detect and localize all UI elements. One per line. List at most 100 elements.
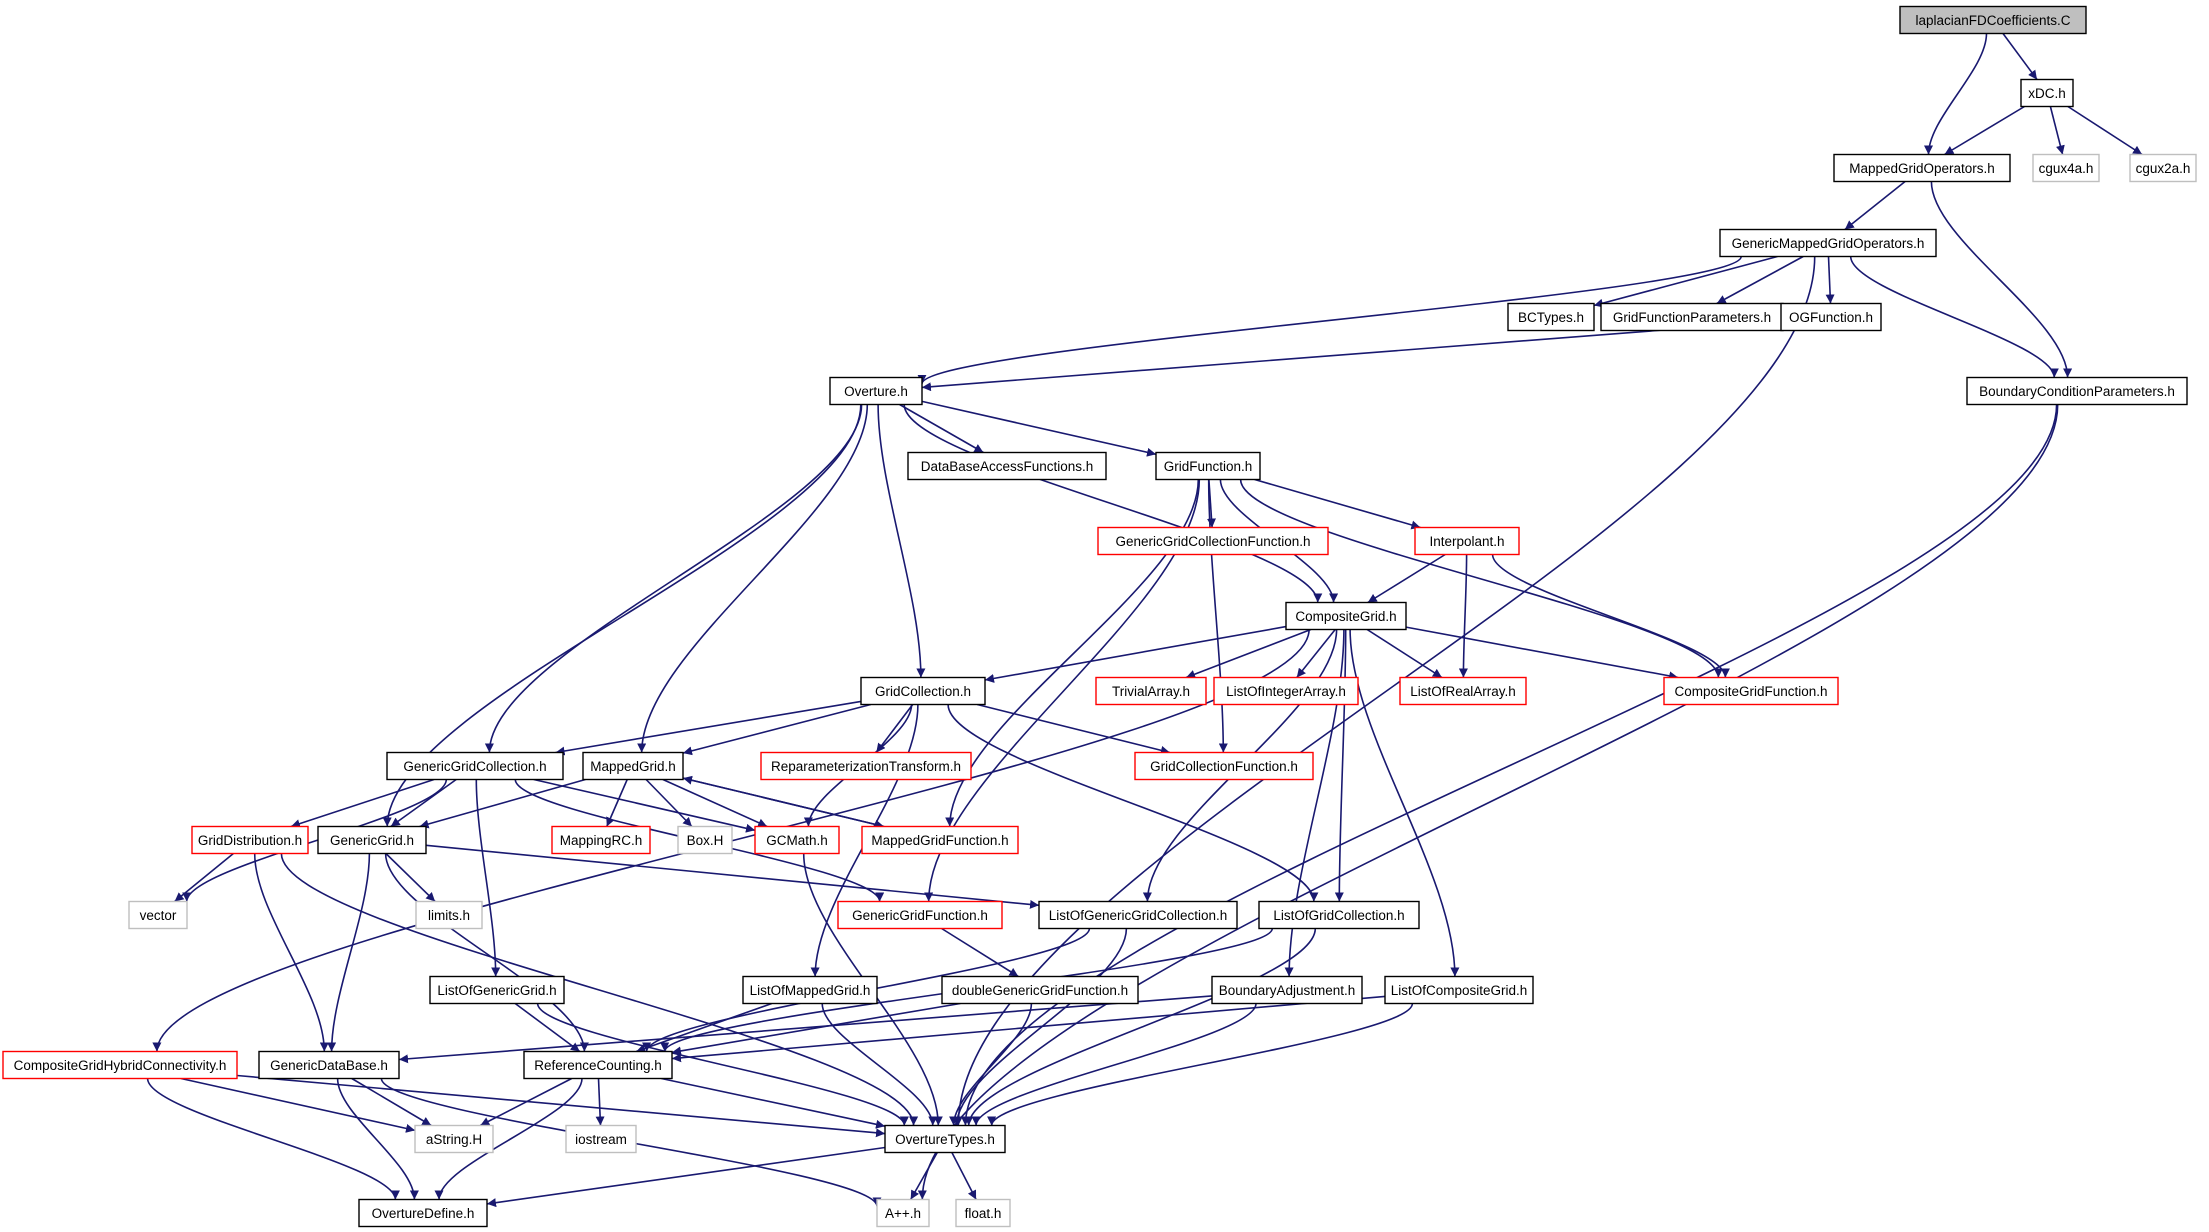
node-gridcollection-h[interactable]: GridCollection.h [860,676,986,706]
edge-listofgridcollection-h-to-overturetypes-h [964,928,1317,1126]
node-xdc-h[interactable]: xDC.h [2020,78,2074,108]
node-label: ListOfGridCollection.h [1273,908,1404,923]
node-gridcollectionfunction-h[interactable]: GridCollectionFunction.h [1134,751,1314,781]
node-label: A++.h [885,1206,921,1221]
node-listofintegerarray-h[interactable]: ListOfIntegerArray.h [1213,676,1359,706]
node-label: GridCollectionFunction.h [1150,759,1298,774]
edge-genericmappedgridoperators-h-to-ogfunction-h [1825,256,1835,304]
edge-listofgenericgrid-h-to-referencecounting-h [514,1002,581,1053]
edge-gridcollection-h-to-gridcollectionfunction-h [977,703,1170,755]
node-box [523,1050,673,1080]
edge-genericgridcollection-h-to-griddistribution-h [290,778,435,828]
node-mappedgrid-h[interactable]: MappedGrid.h [582,751,684,781]
edge-gridcollection-h-to-mappedgrid-h [682,703,872,756]
node-label: TrivialArray.h [1112,684,1190,699]
node-box [742,975,878,1005]
node-label: vector [140,908,177,923]
node-label: GenericGridCollectionFunction.h [1115,534,1310,549]
node-label: cgux2a.h [2136,161,2191,176]
node-compositegrid-h[interactable]: CompositeGrid.h [1285,601,1407,631]
edge-griddistribution-h-to-vector [174,852,234,903]
node-label: BoundaryAdjustment.h [1219,983,1356,998]
node-label: GenericGrid.h [330,833,414,848]
node-laplacianfdcoefficients-c[interactable]: laplacianFDCoefficients.C [1899,5,2087,35]
node-listofcompositegrid-h[interactable]: ListOfCompositeGrid.h [1384,975,1534,1005]
edge-mappedgrid-h-to-box-h [645,778,693,828]
node-box [1213,676,1359,706]
node-box [677,825,733,855]
node-label: GridFunctionParameters.h [1613,310,1771,325]
node-gcmath-h[interactable]: GCMath.h [754,825,840,855]
edge-mappedgrid-h-to-mappingrc-h [606,779,628,827]
node-iostream: iostream [565,1124,637,1154]
node-box [1258,900,1420,930]
edge-gridfunction-h-to-mappedgridfunction-h [945,479,1200,827]
node-interpolant-h[interactable]: Interpolant.h [1414,526,1520,556]
node-box [1095,676,1207,706]
edge-compositegrid-h-to-trivialarray-h [1185,628,1312,679]
node-listofrealarray-h[interactable]: ListOfRealArray.h [1399,676,1527,706]
edge-listofmappedgrid-h-to-overturetypes-h [821,1003,938,1126]
node-listofgridcollection-h[interactable]: ListOfGridCollection.h [1258,900,1420,930]
node-genericgrid-h[interactable]: GenericGrid.h [317,825,427,855]
edge-laplacianfdcoefficients-c-to-xdc-h [2002,33,2038,80]
node-overture-h[interactable]: Overture.h [829,376,923,406]
edge-overture-h-to-genericgridcollection-h [484,404,863,753]
node-mappedgridoperators-h[interactable]: MappedGridOperators.h [1833,153,2011,183]
node-mappingrc-h[interactable]: MappingRC.h [551,825,651,855]
edge-referencecounting-h-to-overturedefine-h [434,1078,583,1200]
node-reparameterizationtransform-h[interactable]: ReparameterizationTransform.h [760,751,972,781]
node-box [2032,153,2100,183]
node-label: iostream [575,1132,627,1147]
node-label: GenericGridCollection.h [403,759,546,774]
node-gridfunctionparameters-h[interactable]: GridFunctionParameters.h [1600,302,1784,332]
node-mappedgridfunction-h[interactable]: MappedGridFunction.h [861,825,1019,855]
node-label: OGFunction.h [1789,310,1873,325]
node-box [1780,302,1882,332]
edge-mappedgridoperators-h-to-genericmappedgridoperators-h [1844,180,1906,231]
node-databaseaccessfunctions-h[interactable]: DataBaseAccessFunctions.h [907,451,1107,481]
edge-genericmappedgridoperators-h-to-overture-h [917,256,1742,385]
edge-referencecounting-h-to-astring-h [479,1077,573,1127]
node-bctypes-h[interactable]: BCTypes.h [1507,302,1595,332]
node-label: Interpolant.h [1429,534,1504,549]
node-compositegridfunction-h[interactable]: CompositeGridFunction.h [1663,676,1839,706]
node-genericdatabase-h[interactable]: GenericDataBase.h [258,1050,400,1080]
node-cgux4a-h: cgux4a.h [2032,153,2100,183]
node-doublegenericgridfunction-h[interactable]: doubleGenericGridFunction.h [941,975,1139,1005]
node-box [1399,676,1527,706]
node-listofmappedgrid-h[interactable]: ListOfMappedGrid.h [742,975,878,1005]
node-label: aString.H [426,1132,482,1147]
edge-listofgenericgrid-h-to-overturetypes-h [536,1003,909,1126]
node-gridfunction-h[interactable]: GridFunction.h [1155,451,1261,481]
edge-overture-h-to-gridfunction-h [921,400,1157,457]
node-box [884,1124,1006,1154]
edge-referencecounting-h-to-iostream [595,1078,605,1126]
edge-mappedgrid-h-to-gcmath-h [662,778,768,828]
node-genericgridcollectionfunction-h[interactable]: GenericGridCollectionFunction.h [1097,526,1329,556]
node-cgux2a-h: cgux2a.h [2129,153,2197,183]
node-compositegridhybridconnectivity-h[interactable]: CompositeGridHybridConnectivity.h [2,1050,238,1080]
node-overturetypes-h[interactable]: OvertureTypes.h [884,1124,1006,1154]
node-box [551,825,651,855]
node-astring-h: aString.H [414,1124,494,1154]
node-ogfunction-h[interactable]: OGFunction.h [1780,302,1882,332]
node-genericgridcollection-h[interactable]: GenericGridCollection.h [386,751,564,781]
node-box [1038,900,1238,930]
node-label: MappedGrid.h [590,759,676,774]
edge-listofcompositegrid-h-to-referencecounting-h [671,995,1386,1063]
node-trivialarray-h[interactable]: TrivialArray.h [1095,676,1207,706]
node-listofgenericgrid-h[interactable]: ListOfGenericGrid.h [429,975,565,1005]
node-box [429,975,565,1005]
node-boundaryadjustment-h[interactable]: BoundaryAdjustment.h [1211,975,1363,1005]
node-listofgenericgridcollection-h[interactable]: ListOfGenericGridCollection.h [1038,900,1238,930]
edge-interpolant-h-to-listofrealarray-h [1458,554,1468,678]
edge-overture-h-to-compositegrid-h [903,404,1323,603]
node-boundaryconditionparameters-h[interactable]: BoundaryConditionParameters.h [1966,376,2188,406]
node-griddistribution-h[interactable]: GridDistribution.h [191,825,309,855]
node-referencecounting-h[interactable]: ReferenceCounting.h [523,1050,673,1080]
node-overturedefine-h[interactable]: OvertureDefine.h [358,1198,488,1228]
node-genericgridfunction-h[interactable]: GenericGridFunction.h [837,900,1003,930]
node-genericmappedgridoperators-h[interactable]: GenericMappedGridOperators.h [1719,228,1937,258]
